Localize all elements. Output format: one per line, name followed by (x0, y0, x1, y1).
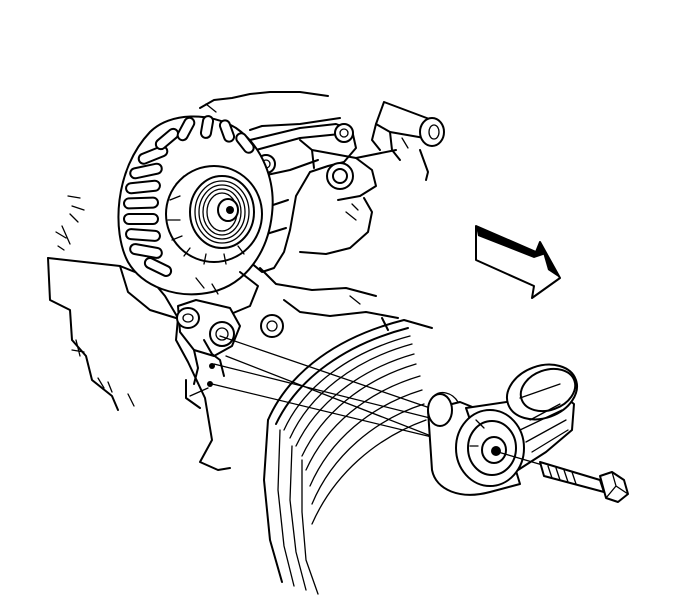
generator (117, 115, 274, 317)
upper-arm (371, 101, 445, 181)
drive-belt-tensioner (427, 363, 578, 496)
tensioner-bolt (497, 451, 629, 503)
generator-pulley (189, 175, 255, 249)
crankshaft-balancer-belt (263, 317, 433, 595)
lower-mount (176, 267, 399, 387)
engine-upper-outline (199, 91, 341, 131)
generator-ribs (123, 115, 255, 277)
engine-bracket (47, 195, 231, 471)
front-direction-arrow (475, 225, 561, 299)
